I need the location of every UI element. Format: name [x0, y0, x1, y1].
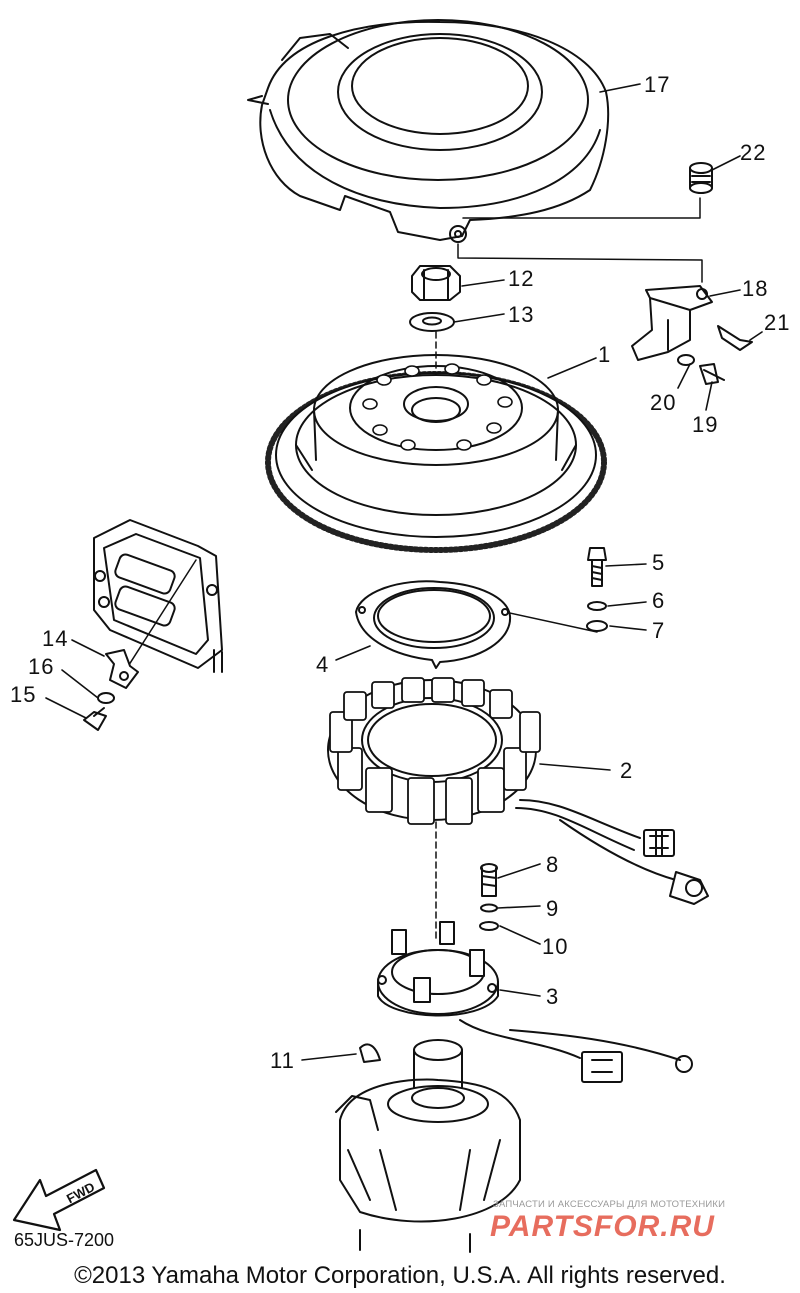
flywheel-cover-part	[247, 19, 610, 243]
flywheel-part	[265, 354, 607, 553]
bolt-leader	[117, 559, 197, 683]
callout-17: 17	[644, 72, 671, 97]
small-bolt-part	[83, 707, 107, 731]
callout-5: 5	[652, 550, 666, 575]
plain-washer-part	[479, 921, 499, 931]
callout-7: 7	[652, 618, 666, 643]
stator-plate-part	[355, 580, 512, 669]
callout-11: 11	[270, 1048, 295, 1073]
callout-22: 22	[740, 140, 767, 165]
spring-washer-part	[587, 601, 607, 611]
flywheel-washer-part	[409, 312, 455, 332]
callout-8: 8	[546, 852, 560, 877]
callout-leaders	[45, 83, 763, 1061]
callout-19: 19	[692, 412, 719, 437]
screw-5-part	[587, 547, 607, 587]
watermark-brand: PARTSFOR.RU	[490, 1210, 715, 1243]
woodruff-key-part	[359, 1043, 381, 1063]
pulser-coil-part	[377, 921, 693, 1083]
bracket-part	[631, 285, 713, 361]
spring-washer-part	[480, 903, 498, 913]
flywheel-nut-part	[411, 265, 461, 301]
watermark-tagline: ЗАПЧАСТИ И АКСЕССУАРЫ ДЛЯ МОТОТЕХНИКИ	[493, 1199, 726, 1210]
bracket-bolt-part	[699, 363, 725, 385]
callout-18: 18	[742, 276, 769, 301]
plain-washer-part	[586, 620, 608, 632]
crankcase-part	[335, 1039, 521, 1253]
callout-12: 12	[508, 266, 535, 291]
callout-1: 1	[598, 342, 612, 367]
callout-16: 16	[28, 654, 55, 679]
callout-21: 21	[764, 310, 791, 335]
cover-leader	[457, 243, 703, 283]
grommet-part	[689, 162, 713, 194]
callout-15: 15	[10, 682, 37, 707]
callout-3: 3	[546, 984, 560, 1009]
diagram-code: 65JUS-7200	[14, 1230, 115, 1250]
clamp-part	[105, 649, 139, 689]
screw-leader	[504, 611, 598, 633]
screw-8-part	[480, 863, 498, 897]
callout-20: 20	[650, 390, 677, 415]
clip-part	[717, 325, 753, 351]
copyright-notice: ©2013 Yamaha Motor Corporation, U.S.A. A…	[74, 1262, 726, 1289]
fwd-arrow-icon	[12, 1168, 106, 1232]
callout-4: 4	[316, 652, 330, 677]
callout-14: 14	[42, 626, 69, 651]
gasket-cover-part	[93, 519, 223, 673]
stator-part	[327, 677, 709, 905]
callout-9: 9	[546, 896, 560, 921]
callout-2: 2	[620, 758, 634, 783]
cover-leader	[462, 197, 701, 219]
callout-6: 6	[652, 588, 666, 613]
callout-10: 10	[542, 934, 569, 959]
small-washer-part	[677, 354, 695, 366]
callout-13: 13	[508, 302, 535, 327]
small-washer-part	[97, 692, 115, 704]
